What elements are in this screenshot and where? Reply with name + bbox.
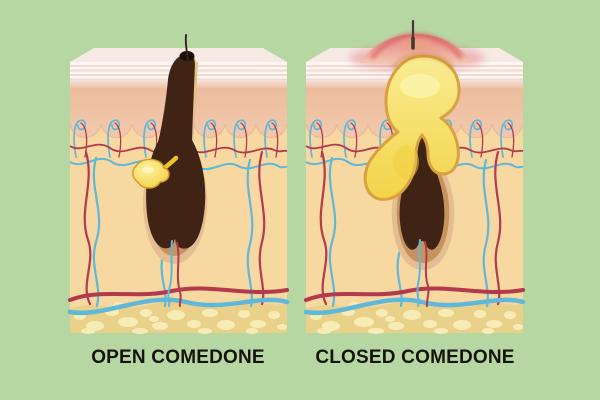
trapped-sebum-mass: [363, 52, 461, 201]
closed-comedone-label: CLOSED COMEDONE: [315, 347, 515, 368]
main-artery: [68, 286, 289, 302]
open-comedone-label: OPEN COMEDONE: [91, 347, 265, 368]
skin-top-face: [70, 48, 287, 62]
main-vein: [67, 297, 290, 316]
fat-lobules: [74, 302, 287, 334]
closed-comedone-artwork: [349, 19, 485, 307]
inflamed-ridge: [370, 32, 463, 60]
follicle-papilla-vessels: [416, 239, 430, 307]
follicle-plug-dark: [146, 51, 206, 249]
bump-highlight: [401, 38, 431, 50]
open-comedone-artwork: [132, 34, 208, 307]
sebaceous-gland: [132, 155, 179, 189]
follicle-plug-dark: [399, 128, 445, 250]
follicle-papilla-vessels: [167, 240, 182, 307]
hair-shaft: [184, 34, 189, 61]
fat-layer: [70, 302, 287, 334]
